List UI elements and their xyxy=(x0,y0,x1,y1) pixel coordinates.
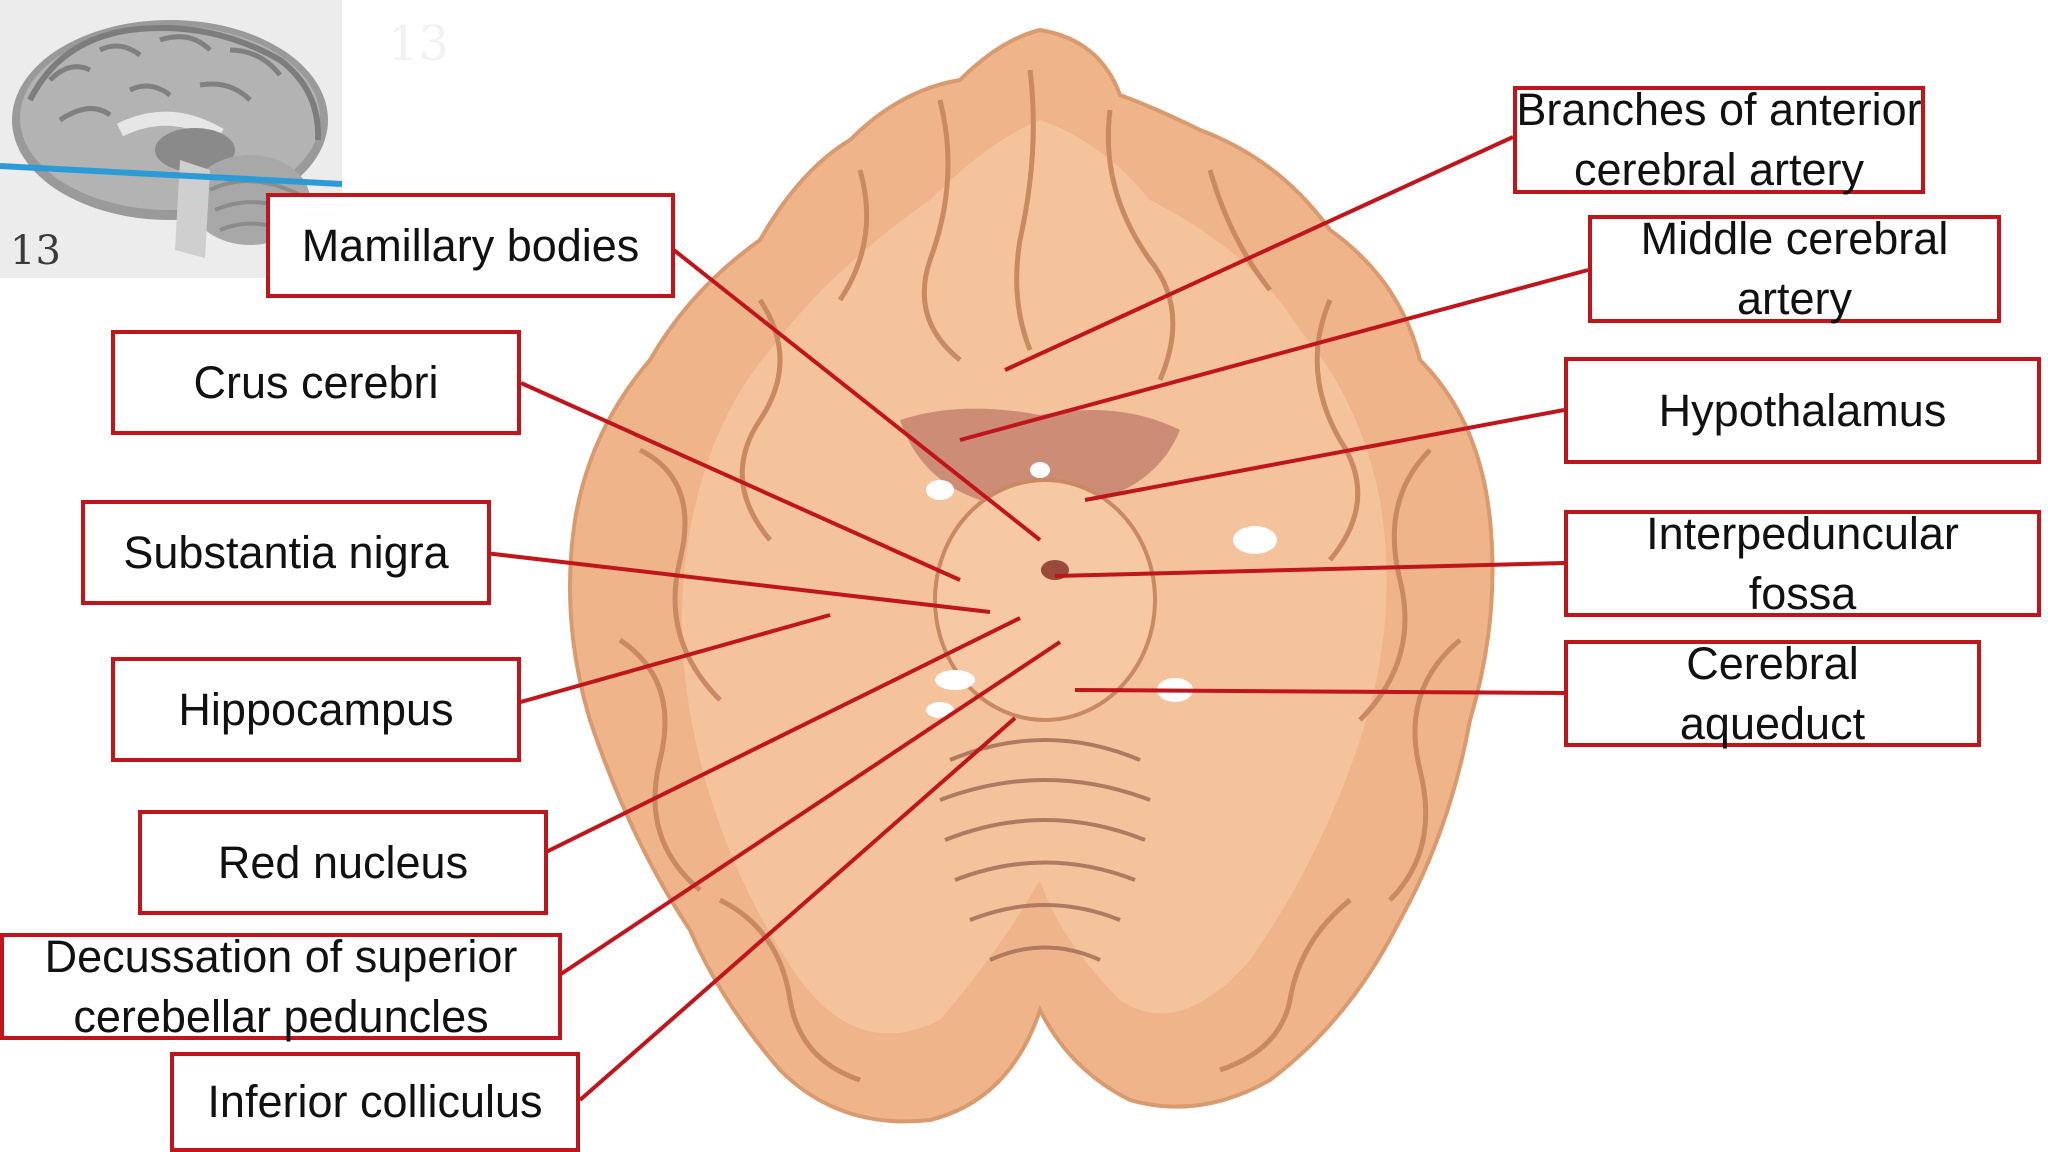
label-middle-cerebral-artery: Middle cerebral artery xyxy=(1588,213,2001,324)
label-text-line1: Middle cerebral xyxy=(1640,213,1949,264)
label-text-line1: Interpeduncular xyxy=(1646,507,1959,559)
midbrain xyxy=(933,478,1157,722)
label-text-line2: artery xyxy=(1736,273,1853,324)
label-decussation: Decussation of superior cerebellar pedun… xyxy=(0,931,562,1042)
leader-mamillary-bodies xyxy=(663,241,1042,542)
leader-red-nucleus xyxy=(539,616,1021,857)
label-hippocampus: Hippocampus xyxy=(111,657,521,762)
leader-decussation xyxy=(553,640,1062,980)
label-text: Substantia nigra xyxy=(123,526,449,578)
label-substantia-nigra: Substantia nigra xyxy=(81,500,491,605)
label-text-line2: cerebral artery xyxy=(1573,144,1865,195)
leader-middle-cerebral xyxy=(959,268,1589,442)
label-red-nucleus: Red nucleus xyxy=(138,810,548,915)
label-text-line1: Branches of anterior xyxy=(1516,84,1922,135)
label-text: Red nucleus xyxy=(217,836,469,888)
label-cerebral-aqueduct: Cerebral aqueduct xyxy=(1564,638,1981,749)
inset-slice-number: 13 xyxy=(10,228,61,274)
label-text: Inferior colliculus xyxy=(207,1076,543,1127)
label-crus-cerebri: Crus cerebri xyxy=(111,330,521,435)
cerebellum xyxy=(939,738,1151,962)
label-mamillary-bodies: Mamillary bodies xyxy=(266,193,675,298)
label-hypothalamus: Hypothalamus xyxy=(1564,357,2041,464)
label-text-line1: Cerebral xyxy=(1686,637,1859,689)
leader-hypothalamus xyxy=(1084,408,1565,502)
label-inferior-colliculus: Inferior colliculus xyxy=(170,1052,580,1152)
label-interpeduncular-fossa: Interpeduncular fossa xyxy=(1564,508,2041,619)
label-text: Hippocampus xyxy=(178,683,454,735)
label-text-line2: aqueduct xyxy=(1679,697,1866,749)
leader-cerebral-aqueduct xyxy=(1074,688,1565,695)
leader-interpeduncular xyxy=(1054,561,1565,578)
label-text: Crus cerebri xyxy=(193,356,439,408)
label-anterior-cerebral-artery: Branches of anterior cerebral artery xyxy=(1513,84,1925,195)
leader-substantia-nigra xyxy=(484,551,991,614)
label-text: Mamillary bodies xyxy=(301,219,640,271)
leader-crus-cerebri xyxy=(520,381,961,582)
faint-slice-number: 13 xyxy=(388,16,450,72)
leader-lines xyxy=(484,135,1589,1102)
label-text: Hypothalamus xyxy=(1658,384,1947,436)
section-plane-line xyxy=(0,163,342,187)
leader-hippocampus xyxy=(509,613,831,707)
leader-inferior-colliculus xyxy=(578,716,1017,1102)
sulci xyxy=(618,69,1462,1083)
label-text-line1: Decussation of superior xyxy=(44,930,518,982)
label-text-line2: fossa xyxy=(1748,567,1857,619)
leader-anterior-cerebral xyxy=(1004,135,1514,372)
label-text-line2: cerebellar peduncles xyxy=(73,990,489,1042)
